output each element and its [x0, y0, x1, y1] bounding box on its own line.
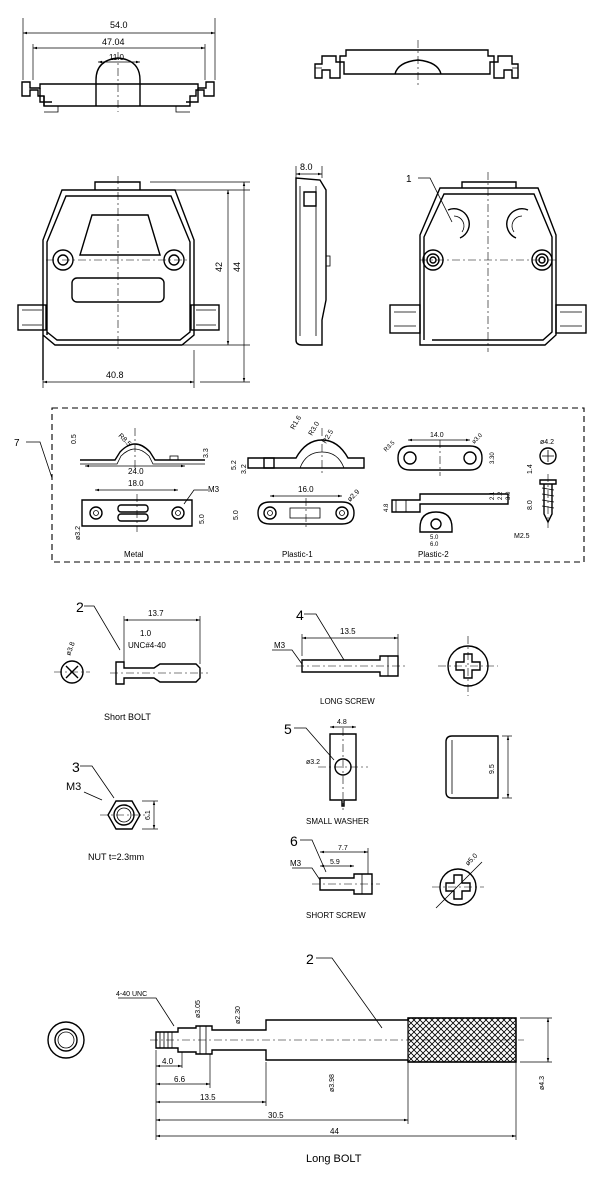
p1-label: Plastic-1	[282, 550, 313, 559]
metal-d32: ø3.2	[75, 526, 82, 540]
long-bolt-l40: 4.0	[162, 1057, 174, 1066]
top-view: 54.0 47.04 11.0	[21, 18, 216, 113]
metal-h05: 0.5	[71, 434, 78, 444]
dim-overall-width: 54.0	[110, 20, 128, 30]
metal-h50: 5.0	[199, 514, 206, 524]
callout-5: 5	[284, 721, 292, 737]
long-bolt-d305: ø3.05	[195, 1000, 202, 1018]
callout-1: 1	[406, 174, 412, 185]
short-bolt-l10: 1.0	[140, 629, 152, 638]
dim-width-40-8: 40.8	[106, 370, 124, 380]
rear-view: 1	[389, 172, 587, 352]
long-screw-len: 13.5	[340, 627, 356, 636]
long-bolt-d43: ø4.3	[539, 1076, 546, 1090]
callout-6: 6	[290, 833, 298, 849]
long-screw-caption: LONG SCREW	[320, 697, 375, 706]
p2-w60: 6.0	[430, 542, 439, 548]
p2-d22: 2.2	[498, 491, 504, 500]
long-bolt-l135: 13.5	[200, 1093, 216, 1102]
short-bolt-thread: UNC#4-40	[128, 641, 166, 650]
short-screw-m3: M3	[290, 859, 302, 868]
metal-w180: 18.0	[128, 479, 144, 488]
washer-caption: SMALL WASHER	[306, 817, 369, 826]
metal-h33: 3.3	[203, 448, 210, 458]
callout-4: 4	[296, 607, 304, 623]
small-washer: 5 4.8 ø3.2 SMALL WASHER 9.5	[284, 719, 512, 826]
short-screw-l77: 7.7	[338, 845, 348, 852]
long-bolt-l305: 30.5	[268, 1111, 284, 1120]
screw-m25: M2.5	[514, 533, 530, 540]
dim-height-44: 44	[232, 262, 242, 272]
short-screw-l59: 5.9	[330, 859, 340, 866]
long-bolt-l66: 6.6	[174, 1075, 186, 1084]
screw-d42: ø4.2	[540, 439, 554, 446]
callout-2-long-bolt: 2	[306, 951, 314, 967]
metal-m3: M3	[208, 485, 220, 494]
p1-h32: 3.2	[241, 464, 248, 474]
short-bolt-caption: Short BOLT	[104, 712, 151, 722]
short-screw: 6 7.7 5.9 M3 SHORT SCREW ø5.0	[290, 833, 484, 920]
dim-inner-width: 47.04	[102, 37, 125, 47]
short-bolt-len: 13.7	[148, 609, 164, 618]
p2-h30: 3.30	[490, 452, 496, 464]
p1-r16: R1.6	[290, 415, 304, 431]
p2-w50: 5.0	[430, 535, 439, 541]
p2-r35: R3.5	[383, 440, 397, 454]
long-bolt-l44: 44	[330, 1127, 339, 1136]
p2-d21: 2.1	[490, 491, 496, 500]
p2-r30: ø3.0	[471, 432, 484, 445]
long-screw: 4 13.5 M3 LONG SCREW	[272, 607, 498, 706]
long-bolt-thread: 4-40 UNC	[116, 991, 147, 998]
p1-w160: 16.0	[298, 485, 314, 494]
tapping-screw: ø4.2 1.4 8.0 M2.5	[514, 439, 557, 540]
long-bolt-d398: ø3.98	[329, 1074, 336, 1092]
plastic-2-clip: 14.0 R3.5 ø3.0 3.30 2.1 2.2 3.0 4.8 5.0 …	[383, 432, 512, 559]
washer-d: ø3.2	[306, 759, 320, 766]
long-bolt-d230: ø2.30	[235, 1006, 242, 1024]
p1-h50: 5.0	[233, 510, 240, 520]
nut: 3 M3 6.1 NUT t=2.3mm	[66, 759, 158, 862]
screw-h80: 8.0	[527, 500, 534, 510]
callout-2-short-bolt: 2	[76, 599, 84, 615]
nut-m3: M3	[66, 781, 81, 793]
metal-label: Metal	[124, 550, 144, 559]
side-profile-view: 8.0	[295, 162, 331, 346]
callout-3: 3	[72, 759, 80, 775]
short-bolt: 2 ø3.8 13.7 1.0 UNC#4-40 Short BOLT	[54, 599, 208, 722]
screw-h14: 1.4	[527, 464, 534, 474]
metal-clip: R8.5 0.5 3.3 24.0 18.0 M3 ø3.2 5.0 Metal	[71, 428, 220, 559]
p2-h30b: 3.0	[506, 491, 512, 500]
metal-w240: 24.0	[128, 467, 144, 476]
long-screw-m3: M3	[274, 641, 286, 650]
p2-w140: 14.0	[430, 432, 444, 439]
p1-r30: R3.0	[308, 421, 322, 437]
accessory-kit-box: 7 R8.5 0.5 3.3 24.0 18.0 M3 ø3.2 5.	[14, 407, 585, 563]
p1-h52: 5.2	[231, 460, 238, 470]
p1-d29: ø2.9	[346, 488, 361, 503]
p2-label: Plastic-2	[418, 550, 449, 559]
short-bolt-d: ø3.8	[65, 641, 76, 657]
front-view: 42 44 40.8	[17, 176, 250, 388]
short-screw-d50: ø5.0	[464, 852, 479, 867]
top-side-view	[314, 40, 519, 86]
short-screw-caption: SHORT SCREW	[306, 911, 366, 920]
dim-height-42: 42	[214, 262, 224, 272]
callout-7: 7	[14, 438, 20, 449]
nut-caption: NUT t=2.3mm	[88, 852, 144, 862]
dim-thickness: 8.0	[300, 162, 313, 172]
long-bolt: 2 4-40 UNC ø3.05 ø2.30 ø3.98 ø4.3 4.0 6.…	[47, 951, 552, 1165]
washer-h: 9.5	[489, 764, 496, 774]
nut-size: 6.1	[145, 810, 152, 820]
plastic-1-clip: R1.6 R3.0 R2.5 5.2 3.2 16.0 ø2.9 5.0 Pla…	[231, 415, 365, 559]
long-bolt-caption: Long BOLT	[306, 1153, 362, 1165]
washer-w: 4.8	[337, 719, 347, 726]
p2-h48: 4.8	[384, 503, 390, 512]
